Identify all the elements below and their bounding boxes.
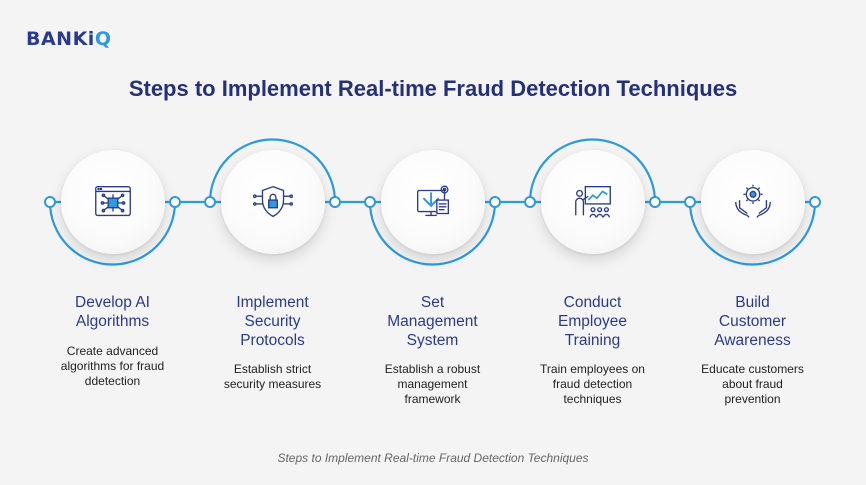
step-circle-4 <box>540 150 645 254</box>
step-circle-2 <box>220 150 325 254</box>
management-monitor-icon <box>416 185 449 217</box>
security-shield-icon <box>252 185 293 218</box>
ai-chip-icon <box>94 185 131 217</box>
page-title: Steps to Implement Real-time Fraud Detec… <box>128 76 738 101</box>
step-circle-1 <box>60 150 165 254</box>
step-circle-3 <box>380 150 485 254</box>
customer-hands-icon <box>734 184 771 218</box>
bankiq-logo: BANKiQ <box>26 28 112 50</box>
figure-caption: Steps to Implement Real-time Fraud Detec… <box>277 451 589 465</box>
step-circle-5 <box>700 150 805 254</box>
training-presentation-icon <box>574 185 611 218</box>
